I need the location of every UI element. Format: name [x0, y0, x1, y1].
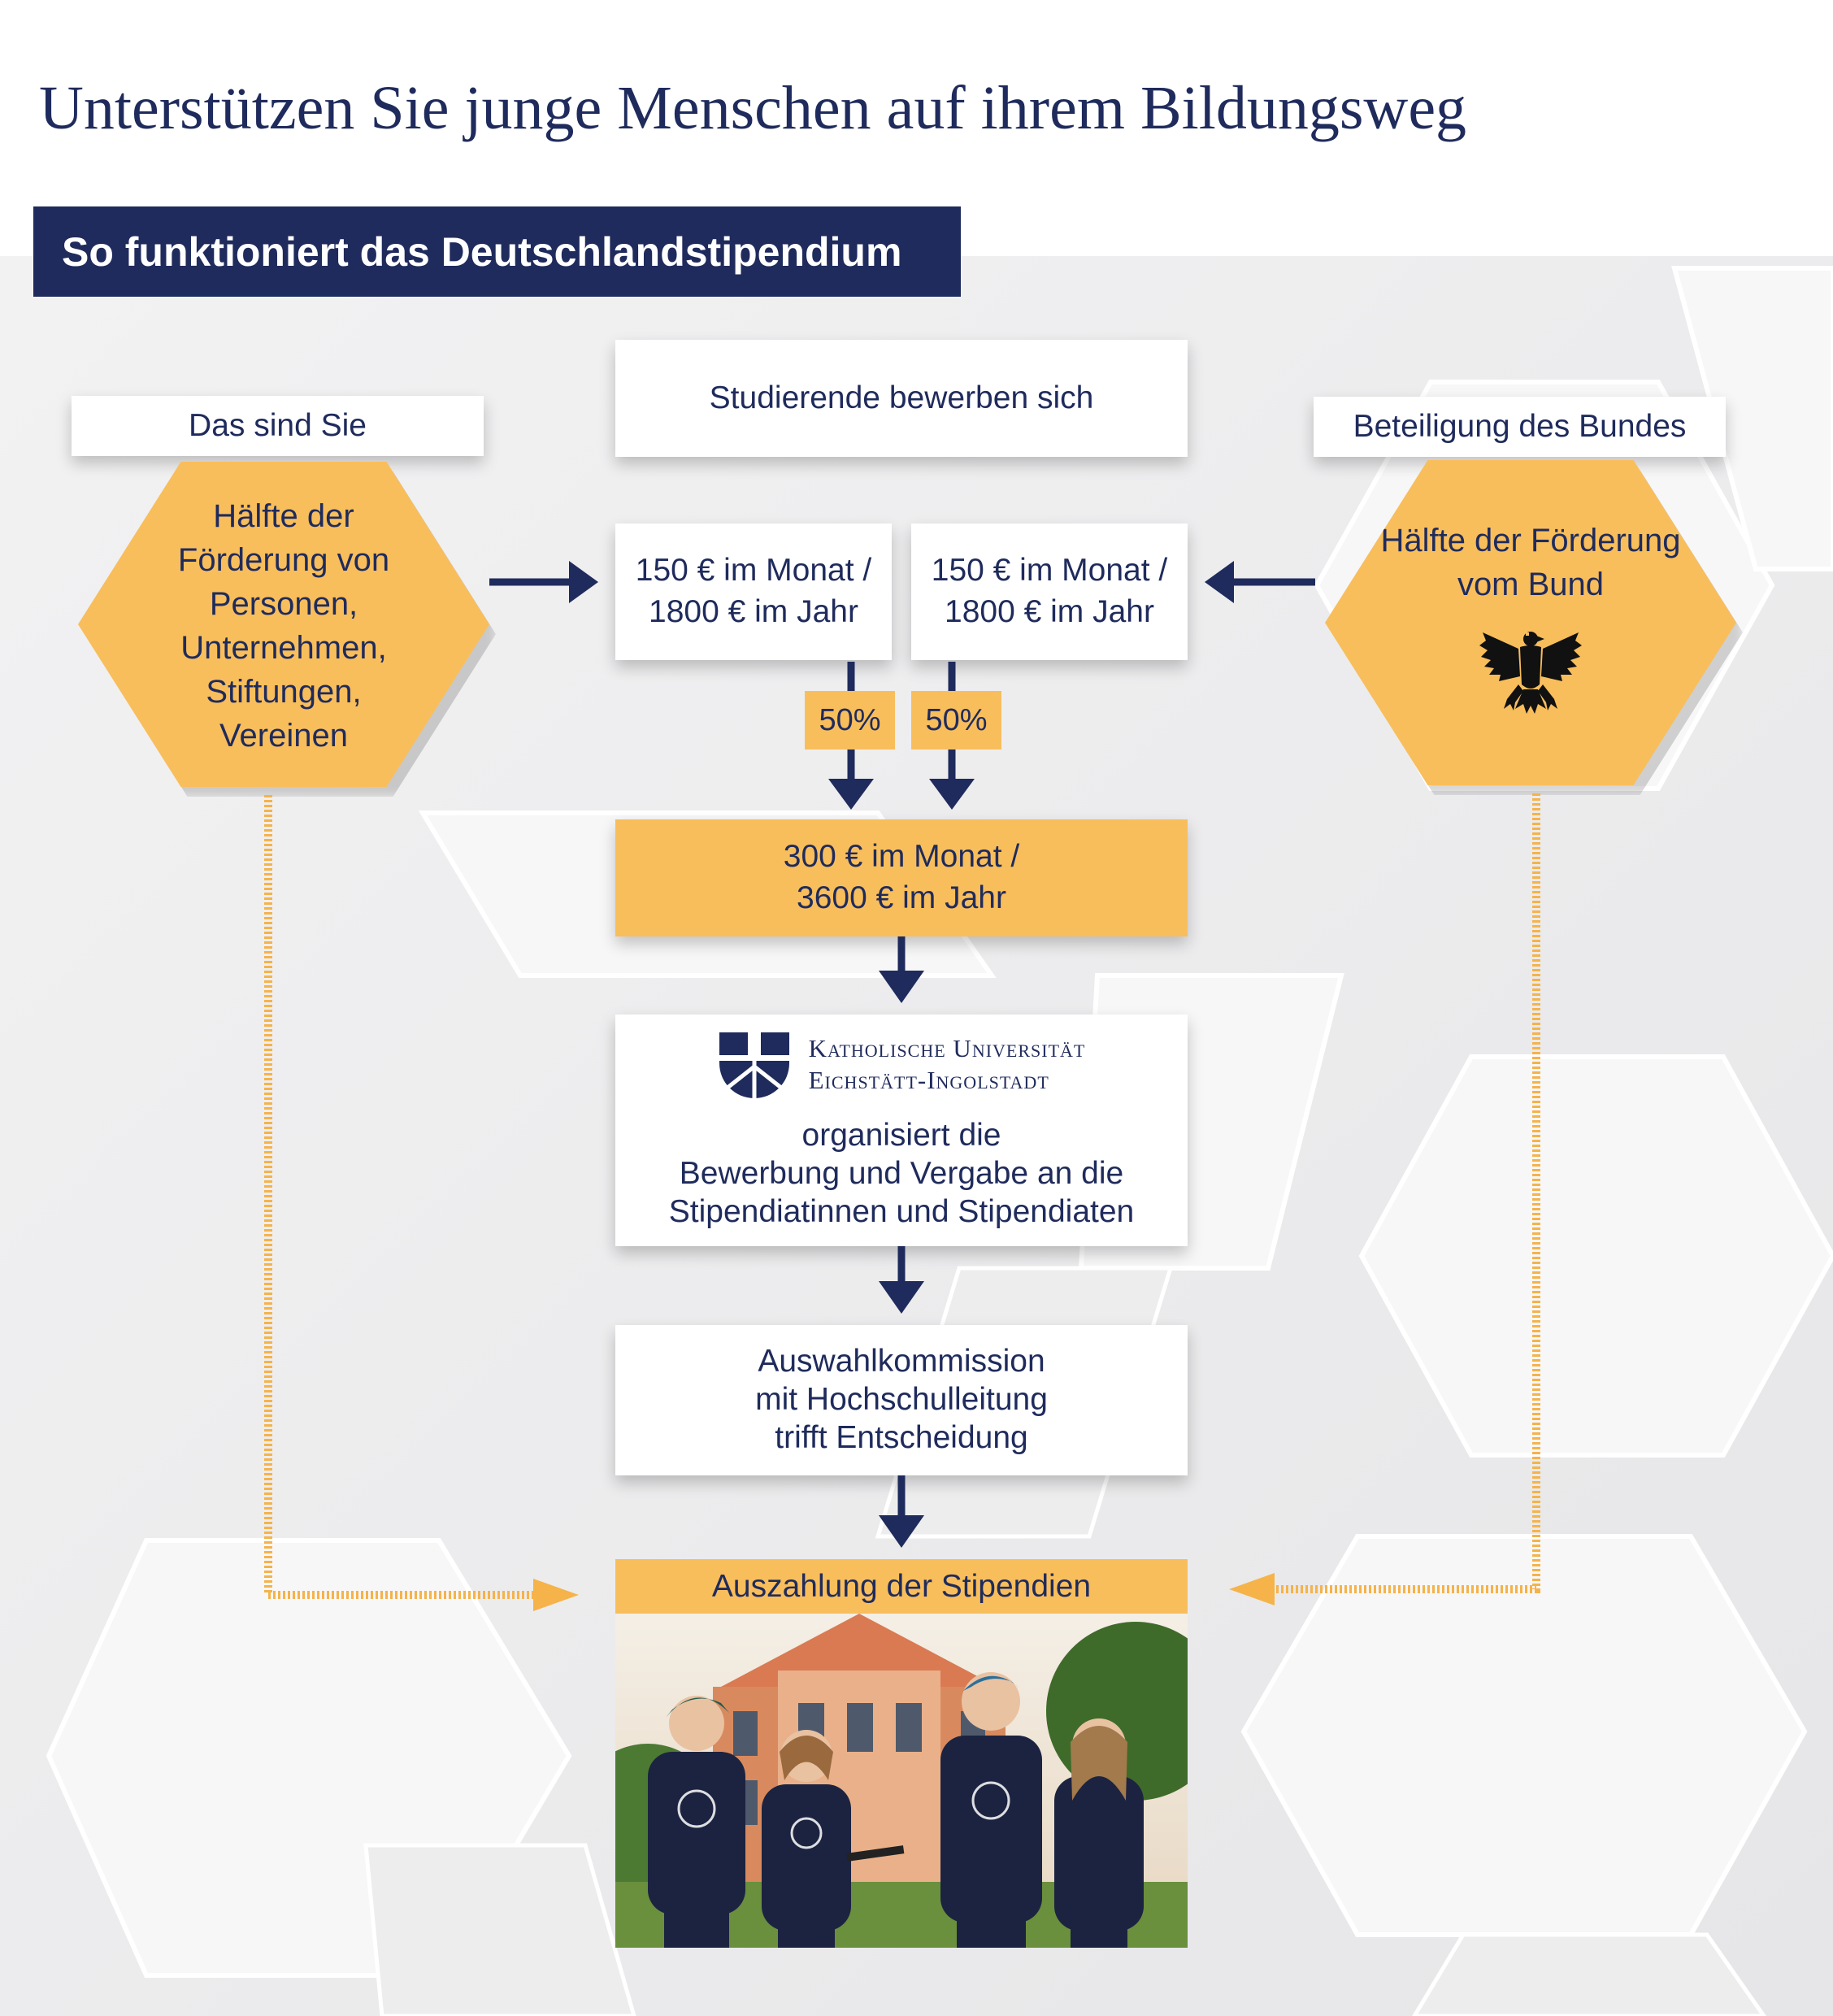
payout-box: Auszahlung der Stipendien [615, 1559, 1188, 1614]
committee-box: Auswahlkommission mit Hochschulleitung t… [615, 1325, 1188, 1475]
students-apply-text: Studierende bewerben sich [709, 380, 1094, 415]
university-shield-icon [717, 1031, 791, 1099]
total-line: 3600 € im Jahr [797, 880, 1006, 915]
students-apply-box: Studierende bewerben sich [615, 340, 1188, 457]
university-text-line: Bewerbung und Vergabe an die [679, 1155, 1124, 1191]
half-left-line: 150 € im Monat / [635, 553, 872, 589]
federal-eagle-icon [1479, 632, 1582, 714]
right-hex-line: vom Bund [1457, 567, 1605, 602]
percent-right-text: 50% [925, 702, 988, 737]
left-label-box: Das sind Sie [72, 396, 484, 456]
half-right-line: 150 € im Monat / [931, 553, 1168, 589]
committee-line: trifft Entscheidung [775, 1419, 1028, 1455]
section-title: So funktioniert das Deutschlandstipendiu… [62, 228, 902, 275]
committee-line: Auswahlkommission [758, 1344, 1045, 1379]
left-hex-line: Stiftungen, [206, 674, 362, 710]
section-header: So funktioniert das Deutschlandstipendiu… [33, 206, 961, 297]
half-right-line: 1800 € im Jahr [945, 594, 1154, 629]
left-hex-line: Vereinen [219, 718, 348, 754]
percent-badge-left: 50% [805, 691, 895, 749]
percent-left-text: 50% [819, 702, 881, 737]
page-title: Unterstützen Sie junge Menschen auf ihre… [39, 74, 1467, 142]
students-photo [615, 1614, 1188, 1948]
left-label: Das sind Sie [189, 407, 367, 443]
left-hex-line: Unternehmen, [180, 630, 387, 666]
right-label-box: Beteiligung des Bundes [1314, 397, 1726, 457]
percent-badge-right: 50% [911, 691, 1001, 749]
right-hex-line: Hälfte der Förderung [1380, 523, 1681, 558]
committee-line: mit Hochschulleitung [755, 1382, 1048, 1418]
right-label: Beteiligung des Bundes [1353, 408, 1687, 444]
university-name-line: Eichstätt-Ingolstadt [808, 1066, 1049, 1094]
total-funding-box: 300 € im Monat / 3600 € im Jahr [615, 819, 1188, 936]
half-funding-left-box: 150 € im Monat / 1800 € im Jahr [615, 524, 892, 660]
left-hex-line: Personen, [209, 586, 358, 622]
left-hex-line: Förderung von [177, 542, 390, 578]
half-left-line: 1800 € im Jahr [649, 594, 858, 629]
university-text-line: organisiert die [801, 1118, 1001, 1153]
university-box: Katholische Universität Eichstätt-Ingols… [615, 1015, 1188, 1246]
university-name-line: Katholische Universität [808, 1034, 1086, 1063]
left-hex-line: Hälfte der [213, 498, 354, 534]
total-line: 300 € im Monat / [783, 839, 1020, 875]
half-funding-right-box: 150 € im Monat / 1800 € im Jahr [911, 524, 1188, 660]
university-logo: Katholische Universität Eichstätt-Ingols… [717, 1031, 1086, 1099]
university-name: Katholische Universität Eichstätt-Ingols… [809, 1033, 1086, 1097]
payout-text: Auszahlung der Stipendien [711, 1568, 1092, 1604]
university-text-line: Stipendiatinnen und Stipendiaten [668, 1193, 1135, 1229]
